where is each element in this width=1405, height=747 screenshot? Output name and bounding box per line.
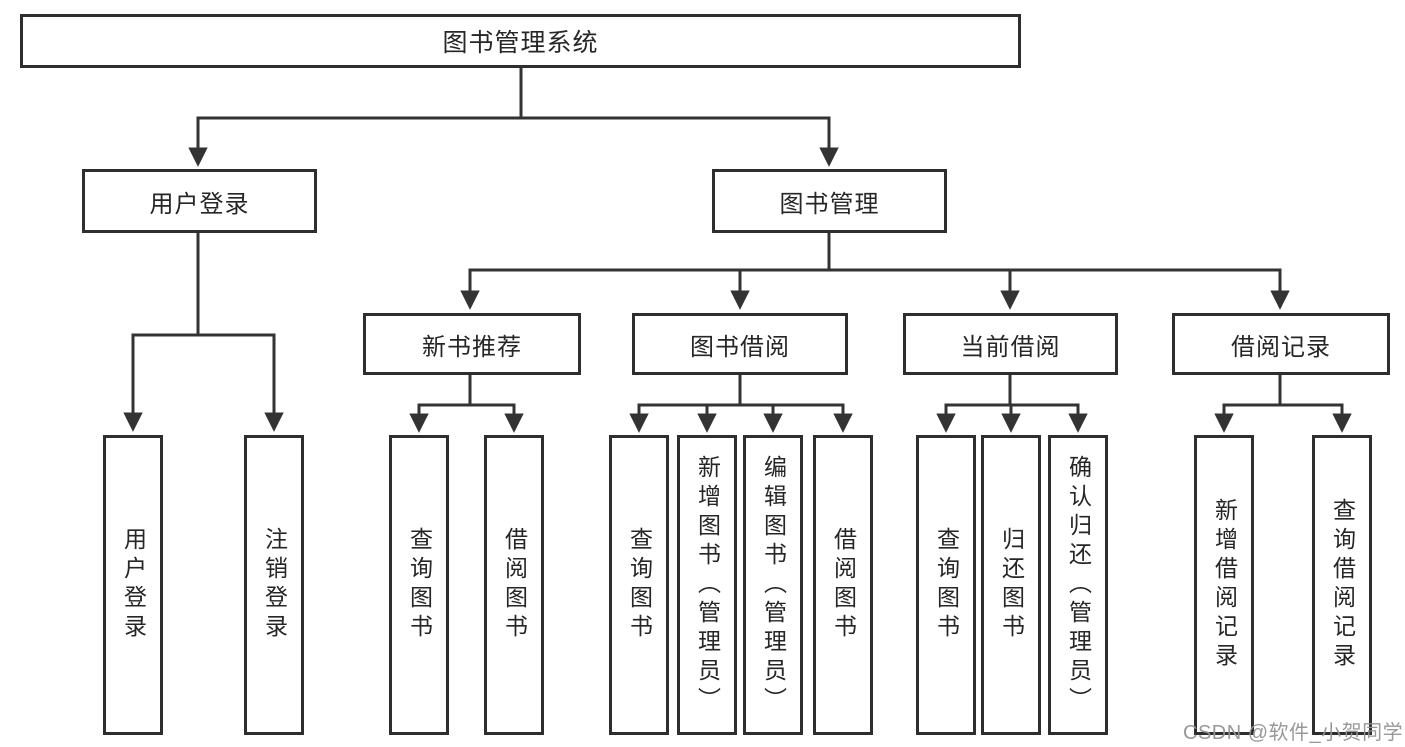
node-current-borrowing-label: 当前借阅 bbox=[960, 333, 1061, 361]
node-root-system: 图书管理系统 bbox=[20, 14, 1021, 68]
connector-current-borrow bbox=[936, 375, 1088, 433]
leaf-query-books-3-label: 查询图书 bbox=[933, 527, 960, 643]
node-book-borrowing: 图书借阅 bbox=[632, 313, 848, 375]
node-borrow-records: 借阅记录 bbox=[1172, 313, 1390, 375]
leaf-add-borrow-record-label: 新增借阅记录 bbox=[1211, 498, 1238, 672]
leaf-query-books-1-label: 查询图书 bbox=[406, 527, 433, 643]
leaf-query-books-1: 查询图书 bbox=[389, 435, 449, 735]
node-book-borrowing-label: 图书借阅 bbox=[690, 333, 790, 361]
leaf-query-borrow-record-label: 查询借阅记录 bbox=[1329, 498, 1356, 672]
csdn-watermark: CSDN @软件_小贺同学 bbox=[1183, 722, 1404, 744]
node-book-management: 图书管理 bbox=[712, 169, 947, 233]
leaf-query-borrow-record: 查询借阅记录 bbox=[1312, 435, 1372, 735]
node-new-book-recommend-label: 新书推荐 bbox=[422, 333, 522, 361]
connector-user-login bbox=[123, 233, 284, 432]
leaf-return-books-label: 归还图书 bbox=[998, 527, 1025, 643]
node-current-borrowing: 当前借阅 bbox=[903, 313, 1118, 375]
leaf-edit-books-admin: 编辑图书（管理员） bbox=[743, 435, 803, 735]
leaf-borrow-books-1: 借阅图书 bbox=[484, 435, 544, 735]
leaf-borrow-books-2-label: 借阅图书 bbox=[830, 527, 857, 643]
leaf-add-books-admin: 新增图书（管理员） bbox=[677, 435, 737, 735]
leaf-query-books-2: 查询图书 bbox=[609, 435, 669, 735]
leaf-confirm-return-admin-label: 确认归还（管理员） bbox=[1065, 454, 1092, 716]
leaf-query-books-3: 查询图书 bbox=[916, 435, 976, 735]
leaf-logout: 注销登录 bbox=[244, 435, 304, 735]
node-borrow-records-label: 借阅记录 bbox=[1231, 333, 1331, 361]
leaf-add-borrow-record: 新增借阅记录 bbox=[1194, 435, 1254, 735]
node-user-login-label: 用户登录 bbox=[149, 190, 250, 218]
leaf-user-login: 用户登录 bbox=[103, 435, 163, 735]
leaf-logout-label: 注销登录 bbox=[261, 527, 288, 643]
leaf-edit-books-admin-label: 编辑图书（管理员） bbox=[760, 454, 787, 716]
connector-new-books bbox=[409, 375, 524, 433]
node-new-book-recommend: 新书推荐 bbox=[363, 313, 581, 375]
leaf-return-books: 归还图书 bbox=[981, 435, 1041, 735]
leaf-query-books-2-label: 查询图书 bbox=[626, 527, 653, 643]
node-root-system-label: 图书管理系统 bbox=[442, 29, 599, 57]
connector-root bbox=[188, 66, 839, 167]
node-book-management-label: 图书管理 bbox=[779, 190, 880, 218]
leaf-add-books-admin-label: 新增图书（管理员） bbox=[694, 454, 721, 716]
connector-borrow-records bbox=[1214, 375, 1352, 433]
leaf-user-login-label: 用户登录 bbox=[120, 527, 147, 643]
connector-book-mgmt bbox=[460, 233, 1290, 310]
node-user-login: 用户登录 bbox=[82, 169, 317, 233]
leaf-confirm-return-admin: 确认归还（管理员） bbox=[1048, 435, 1108, 735]
leaf-borrow-books-1-label: 借阅图书 bbox=[501, 527, 528, 643]
leaf-borrow-books-2: 借阅图书 bbox=[813, 435, 873, 735]
connector-book-borrow bbox=[629, 375, 853, 433]
